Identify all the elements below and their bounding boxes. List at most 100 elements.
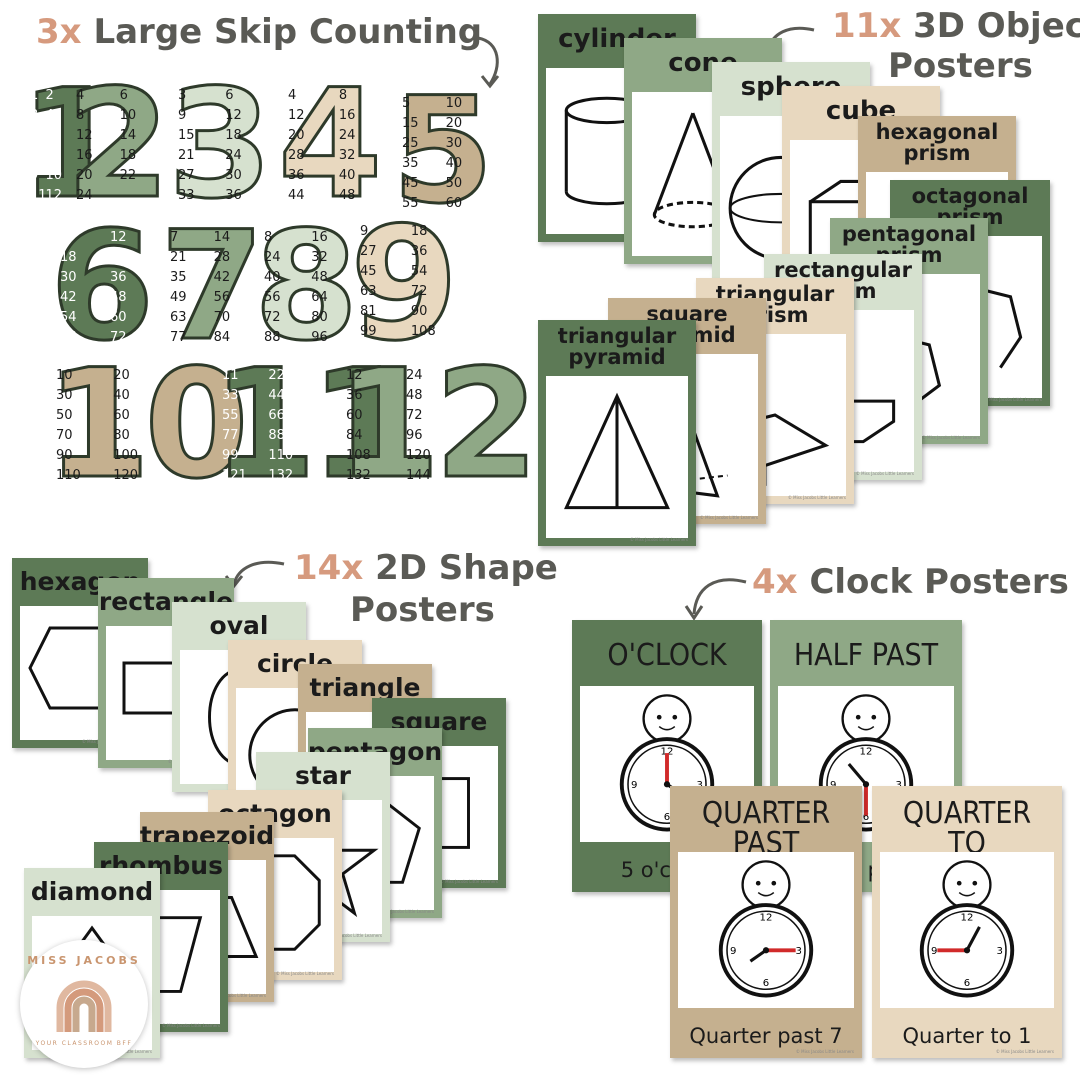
skip-number: 64 (311, 290, 328, 305)
skip-number: 12 (288, 108, 305, 123)
skip-counting-title: Large Skip Counting (93, 12, 483, 52)
poster-title: diamond (30, 876, 154, 906)
skip-number: 15 (402, 116, 419, 131)
svg-text:3: 3 (697, 780, 703, 791)
skip-number: 35 (170, 270, 187, 285)
skip-number: 20 (445, 116, 463, 131)
skip-number: 25 (402, 136, 419, 151)
skip-number: 108 (346, 448, 371, 463)
clock-heading: 4x Clock Posters (752, 562, 1069, 602)
skip-number: 110 (268, 448, 294, 463)
skip-number: 24 (76, 188, 93, 203)
watermark: © Miss Jacobs Little Learners (439, 879, 498, 884)
skip-number: 12 (76, 128, 93, 143)
skip-number: 99 (222, 448, 239, 463)
skip-number: 9 (30, 168, 39, 183)
svg-text:12: 12 (661, 747, 674, 758)
skip-number: 10 (56, 368, 73, 383)
skip-number: 8 (264, 230, 273, 245)
2d-shape-title-line1: 2D Shape (375, 548, 558, 588)
skip-number: 33 (222, 388, 239, 403)
skip-number: 24 (406, 368, 423, 383)
poster-panel (546, 376, 688, 538)
skip-number: 120 (113, 468, 139, 483)
svg-text:6: 6 (763, 978, 769, 989)
poster-title: triangle (309, 672, 421, 702)
skip-number: 8 (45, 148, 54, 163)
skip-number: 7 (170, 230, 179, 245)
skip-number: 12 (225, 108, 242, 123)
skip-numeral-1: 1 (18, 58, 125, 232)
skip-number: 50 (56, 408, 73, 423)
skip-numeral-4: 4 (276, 58, 383, 232)
skip-number: 40 (445, 156, 463, 171)
poster-title-line: QUARTER (902, 796, 1032, 831)
skip-numeral-2: 2 (64, 58, 171, 232)
skip-number: 121 (222, 468, 247, 483)
svg-text:9: 9 (931, 946, 937, 957)
skip-number: 60 (346, 408, 363, 423)
skip-number: 12 (346, 368, 363, 383)
skip-number: 14 (213, 230, 231, 245)
skip-number: 9 (360, 224, 369, 239)
skip-number: 45 (360, 264, 377, 279)
svg-text:12: 12 (961, 913, 974, 924)
2d-shape-title-line2: Posters (350, 590, 495, 630)
skip-number: 45 (402, 176, 419, 191)
skip-number: 24 (264, 250, 281, 265)
watermark: © Miss Jacobs Little Learners (375, 909, 434, 914)
skip-number: 24 (338, 128, 356, 143)
svg-text:3: 3 (896, 780, 902, 791)
skip-number: 88 (268, 428, 285, 443)
skip-numeral-3: 3 (166, 58, 273, 232)
skip-number: 18 (60, 250, 77, 265)
skip-number: 30 (445, 136, 463, 151)
skip-number: 66 (60, 330, 77, 345)
svg-text:12: 12 (760, 913, 773, 924)
svg-text:9: 9 (631, 780, 637, 791)
clock-count: 4x (752, 562, 798, 602)
skip-number: 56 (213, 290, 231, 305)
poster-title: hexagonal prism (875, 120, 999, 165)
skip-number: 70 (56, 428, 73, 443)
skip-counting-count: 3x (36, 12, 82, 52)
skip-number: 63 (170, 310, 187, 325)
skip-number: 36 (110, 270, 127, 285)
skip-number: 40 (264, 270, 281, 285)
skip-number: 8 (76, 108, 85, 123)
3d-object-count: 11x (832, 6, 902, 46)
skip-number: 35 (402, 156, 419, 171)
rainbow-icon (56, 980, 112, 1032)
skip-number: 30 (225, 168, 242, 183)
skip-number: 21 (170, 250, 187, 265)
skip-number: 8 (338, 88, 348, 103)
skip-number: 54 (60, 310, 77, 325)
skip-number: 90 (410, 304, 428, 319)
skip-number: 20 (113, 368, 130, 383)
skip-number: 10 (445, 96, 463, 111)
skip-numeral-7: 7 (158, 200, 265, 374)
skip-number: 54 (410, 264, 428, 279)
skip-numeral-9: 9 (349, 193, 461, 375)
skip-number: 28 (213, 250, 231, 265)
skip-number: 3 (178, 88, 187, 103)
watermark: © Miss Jacobs Little Learners (323, 933, 382, 938)
skip-number: 18 (410, 224, 428, 239)
skip-number: 12 (110, 230, 127, 245)
svg-text:12: 12 (860, 747, 873, 758)
skip-number: 55 (222, 408, 239, 423)
watermark: © Miss Jacobs Little Learners (855, 471, 914, 476)
poster-3d-triangular-pyramid: triangular pyramid© Miss Jacobs Little L… (538, 320, 696, 546)
skip-number: 6 (45, 128, 54, 143)
watermark: © Miss Jacobs Little Learners (795, 1049, 854, 1054)
poster-title: HALF PAST (793, 638, 939, 673)
skip-number: 42 (213, 270, 231, 285)
skip-number: 12 (45, 188, 62, 203)
watermark: © Miss Jacobs Little Learners (787, 495, 846, 500)
poster-title: triangular pyramid (557, 324, 677, 369)
skip-numeral-8: 8 (252, 200, 359, 374)
skip-number: 72 (110, 330, 127, 345)
skip-number: 33 (178, 188, 195, 203)
